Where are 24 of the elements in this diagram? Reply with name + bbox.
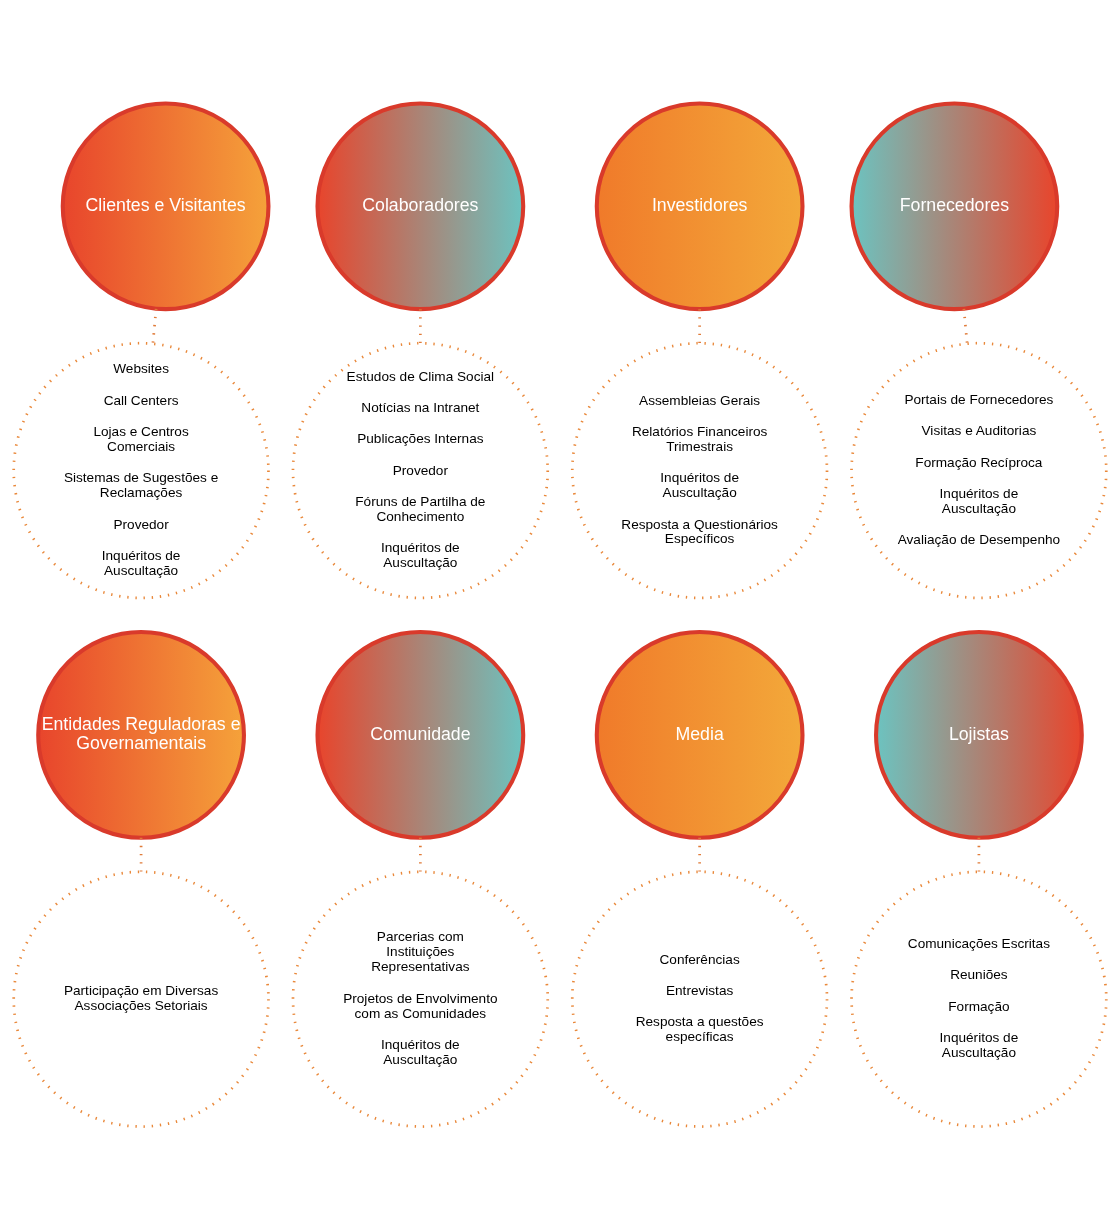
node-circle: Websites Call Centers Lojas e Centros Comerciais Sistemas de Sugestões e Reclamações Provedor Inquéritos de Auscultação xyxy=(12,341,270,599)
node-circle: Assembleias Gerais Relatórios Financeiros Trimestrais Inquéritos de Auscultação Resposta a Questionários Específicos xyxy=(570,341,829,599)
connector xyxy=(977,837,981,871)
connector xyxy=(962,308,969,344)
node-circle: Colaboradores xyxy=(315,100,526,311)
node-circle: Lojistas xyxy=(874,629,1084,840)
node-circle: Entidades Reguladoras e Governamentais xyxy=(36,629,246,840)
node-circle: Comunicações Escritas Reuniões Formação Inquéritos de Auscultação xyxy=(850,869,1108,1128)
node-circle: Investidores xyxy=(594,100,805,311)
node-circle: Conferências Entrevistas Resposta a questões específicas xyxy=(570,869,829,1128)
node-circle: Portais de Fornecedores Visitas e Auditorias Formação Recíproca Inquéritos de Auscultação Avaliação de Desempenho xyxy=(850,341,1108,599)
node-circle: Media xyxy=(594,629,805,840)
connector xyxy=(151,308,158,344)
node-circle: Clientes e Visitantes xyxy=(60,100,271,311)
node-circle: Estudos de Clima Social Notícias na Intranet Publicações Internas Provedor Fóruns de Partilha de Conhecimento Inquéritos de Auscultação xyxy=(291,341,550,599)
connector xyxy=(698,308,701,343)
connector xyxy=(419,308,422,343)
node-circle: Fornecedores xyxy=(849,100,1060,311)
connector xyxy=(698,837,701,871)
connector xyxy=(419,837,422,871)
connector xyxy=(139,837,143,871)
node-circle: Parcerias com Instituições Representativas Projetos de Envolvimento com as Comunidades Inquéritos de Auscultação xyxy=(291,869,550,1128)
node-circle: Participação em Diversas Associações Setoriais xyxy=(12,869,270,1128)
node-circle: Comunidade xyxy=(315,629,526,840)
